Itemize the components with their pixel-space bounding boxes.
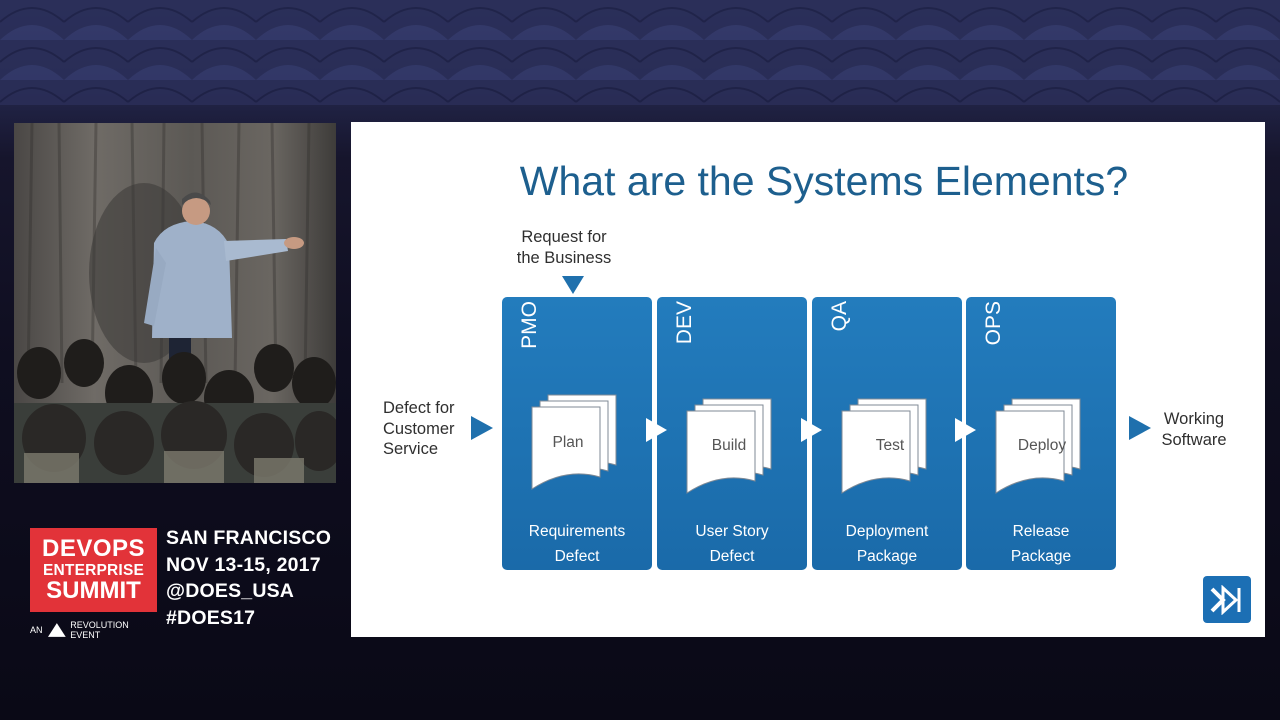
doc-label: Deploy [1017,437,1067,454]
flow-arrow-icon [801,418,822,442]
devops-summit-logo: DEVOPS ENTERPRISE SUMMIT [30,528,157,612]
document-stack-icon [836,397,932,505]
event-handle: @DOES_USA [166,580,295,602]
scallop-pattern [0,0,1280,105]
brand-tagline: AN REVOLUTION EVENT [30,620,160,640]
stage-artifacts: User Story Defect [657,519,807,569]
event-hashtag: #DOES17 [166,606,256,629]
input-label-line: Service [383,440,439,458]
event-info: SAN FRANCISCO NOV 13-15, 2017 @DOES_USA … [166,525,331,631]
stage-name: QA [828,301,851,332]
event-city: SAN FRANCISCO [166,527,332,549]
input-label-line: Customer [383,419,455,438]
artifact-label: Deployment [845,523,929,540]
stage-artifacts: Requirements Defect [502,519,652,569]
input-arrow-icon [471,416,493,440]
artifact-label: Defect [709,548,755,565]
document-stack-icon [526,393,622,501]
brand-line-1: DEVOPS [41,534,146,562]
output-label-line: Working [1163,410,1225,428]
document-stack-icon [681,397,777,505]
output-label: Working Software [1155,409,1233,450]
flow-arrow-icon [955,418,976,442]
tag-prefix: AN [30,625,43,635]
artifact-label: User Story [695,523,769,540]
artifact-label: Requirements [528,523,626,540]
request-label-line: the Business [516,248,612,267]
stage-name: PMO [518,301,541,349]
flow-arrow-icon [646,418,667,442]
stage-artifacts: Deployment Package [812,519,962,569]
stage-name: DEV [673,301,696,345]
stage-qa: QA Test Deployment Package [812,297,962,570]
request-label: Request for the Business [510,227,618,268]
artifact-label: Release [1012,523,1070,540]
artifact-label: Package [1010,548,1072,565]
brand-line-3: SUMMIT [46,577,141,605]
artifact-label: Defect [554,548,600,565]
request-label-line: Request for [521,228,607,246]
artifact-label: Package [856,548,918,565]
input-label: Defect for Customer Service [383,398,455,460]
output-arrow-icon [1129,416,1151,440]
it-revolution-logo-icon [47,623,66,637]
stage-artifacts: Release Package [966,519,1116,569]
doc-label: Plan [552,434,584,451]
brand-line-2: ENTERPRISE [42,561,145,579]
stage-pmo: PMO Plan Requirements Defect [502,297,652,570]
stage-dev: DEV Build User Story Defect [657,297,807,570]
doc-label: Test [875,437,905,454]
next-slide-button[interactable] [1203,576,1251,623]
input-label-line: Defect for [383,399,455,417]
event-dates: NOV 13-15, 2017 [166,553,321,576]
speaker-video [14,123,336,483]
output-label-line: Software [1161,430,1227,449]
doc-label: Build [711,437,747,454]
request-arrow-icon [562,276,584,294]
video-scene [14,123,336,483]
double-chevron-right-icon [1210,584,1241,615]
slide-title: What are the Systems Elements? [519,158,1129,204]
stage-ops: OPS Deploy Release Package [966,297,1116,570]
document-stack-icon [990,397,1086,505]
stage-name: OPS [982,301,1005,346]
tag-suffix: REVOLUTION EVENT [70,620,129,640]
